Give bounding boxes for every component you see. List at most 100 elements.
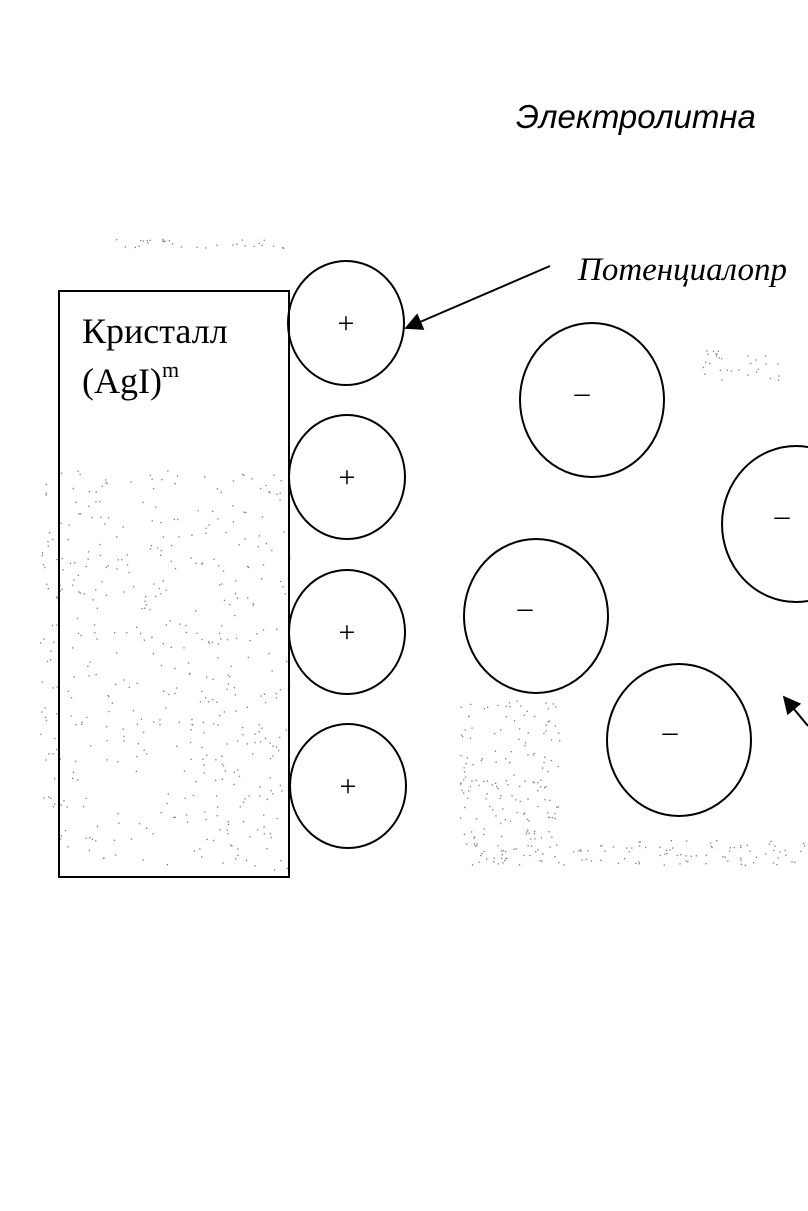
speckle-dot: [115, 683, 117, 686]
speckle-dot: [106, 483, 108, 485]
speckle-dot: [177, 518, 179, 521]
speckle-dot: [44, 567, 46, 569]
speckle-dot: [740, 846, 742, 849]
speckle-dot: [500, 795, 502, 797]
speckle-dot: [279, 492, 281, 494]
speckle-dot: [526, 818, 529, 820]
speckle-dot: [44, 707, 46, 709]
positive-ion: +: [288, 414, 406, 540]
speckle-dot: [513, 774, 515, 776]
speckle-dot: [258, 724, 260, 726]
speckle-dot: [45, 494, 47, 496]
counter-ion-arrow: [782, 695, 808, 727]
speckle-dot: [541, 860, 543, 862]
speckle-dot: [478, 784, 480, 787]
speckle-dot: [94, 632, 96, 634]
speckle-dot: [73, 579, 75, 581]
speckle-dot: [56, 713, 58, 715]
speckle-dot: [126, 632, 128, 634]
speckle-dot: [168, 693, 170, 696]
speckle-dot: [186, 821, 188, 823]
positive-ion: +: [289, 723, 407, 849]
speckle-dot: [241, 239, 244, 241]
speckle-dot: [208, 701, 210, 703]
speckle-dot: [264, 702, 267, 704]
speckle-dot: [496, 785, 498, 788]
speckle-dot: [548, 720, 550, 722]
speckle-dot: [219, 584, 221, 586]
speckle-dot: [106, 726, 108, 728]
speckle-dot: [83, 593, 85, 595]
negative-ion-sign: –: [774, 499, 791, 532]
speckle-dot: [118, 822, 120, 824]
speckle-dot: [111, 702, 113, 704]
speckle-dot: [162, 239, 164, 242]
speckle-dot: [460, 783, 462, 785]
speckle-dot: [41, 711, 43, 713]
speckle-dot: [206, 838, 208, 841]
speckle-dot: [273, 474, 275, 476]
speckle-dot: [469, 737, 472, 739]
speckle-dot: [174, 816, 176, 818]
speckle-dot: [527, 754, 529, 756]
speckle-dot: [755, 856, 758, 858]
speckle-dot: [232, 521, 235, 523]
speckle-dot: [79, 473, 81, 476]
speckle-dot: [539, 860, 541, 862]
speckle-dot: [471, 864, 474, 866]
speckle-dot: [269, 833, 272, 835]
speckle-dot: [524, 744, 526, 747]
speckle-dot: [190, 741, 192, 744]
speckle-dot: [263, 693, 265, 695]
speckle-dot: [204, 697, 207, 699]
speckle-dot: [246, 743, 248, 745]
speckle-dot: [147, 242, 149, 244]
positive-ion-circle: [288, 414, 406, 540]
speckle-dot: [216, 701, 218, 703]
speckle-dot: [218, 632, 221, 634]
speckle-dot: [710, 845, 712, 847]
potential-determining-label: Потенциалопр: [577, 252, 787, 288]
speckle-dot: [195, 562, 197, 564]
speckle-dot: [45, 483, 47, 486]
speckle-dot: [670, 840, 672, 842]
speckle-dot: [243, 801, 245, 803]
speckle-dot: [537, 782, 539, 784]
speckle-dot: [205, 527, 207, 529]
speckle-dot: [85, 837, 87, 839]
speckle-dot: [590, 860, 593, 862]
speckle-dot: [126, 554, 128, 556]
speckle-dot: [99, 501, 101, 503]
speckle-dot: [547, 812, 549, 814]
speckle-dot: [770, 840, 772, 842]
speckle-dot: [133, 586, 135, 588]
speckle-dot: [555, 706, 557, 708]
speckle-dot: [105, 566, 107, 569]
speckle-dot: [189, 672, 191, 674]
speckle-dot: [679, 863, 681, 865]
speckle-dot: [474, 845, 476, 847]
speckle-dot: [170, 646, 172, 648]
speckle-dot: [638, 841, 640, 843]
speckle-dot: [160, 664, 163, 667]
speckle-dot: [800, 850, 802, 853]
speckle-dot: [556, 806, 558, 808]
speckle-dot: [89, 661, 91, 663]
speckle-dot: [545, 702, 547, 704]
speckle-dot: [247, 566, 250, 569]
speckle-dot: [201, 562, 204, 564]
speckle-dot: [524, 780, 526, 782]
speckle-dot: [523, 714, 526, 716]
speckle-dot: [47, 545, 49, 547]
speckle-dot: [166, 864, 168, 866]
speckle-dot: [70, 715, 72, 717]
speckle-dot: [747, 374, 749, 376]
speckle-dot: [108, 517, 110, 519]
speckle-dot: [480, 854, 482, 857]
speckle-dot: [126, 564, 129, 566]
speckle-dot: [579, 849, 581, 851]
speckle-dot: [258, 535, 260, 537]
speckle-dot: [67, 690, 70, 692]
speckle-dot: [160, 522, 162, 524]
speckle-dot: [768, 843, 770, 845]
